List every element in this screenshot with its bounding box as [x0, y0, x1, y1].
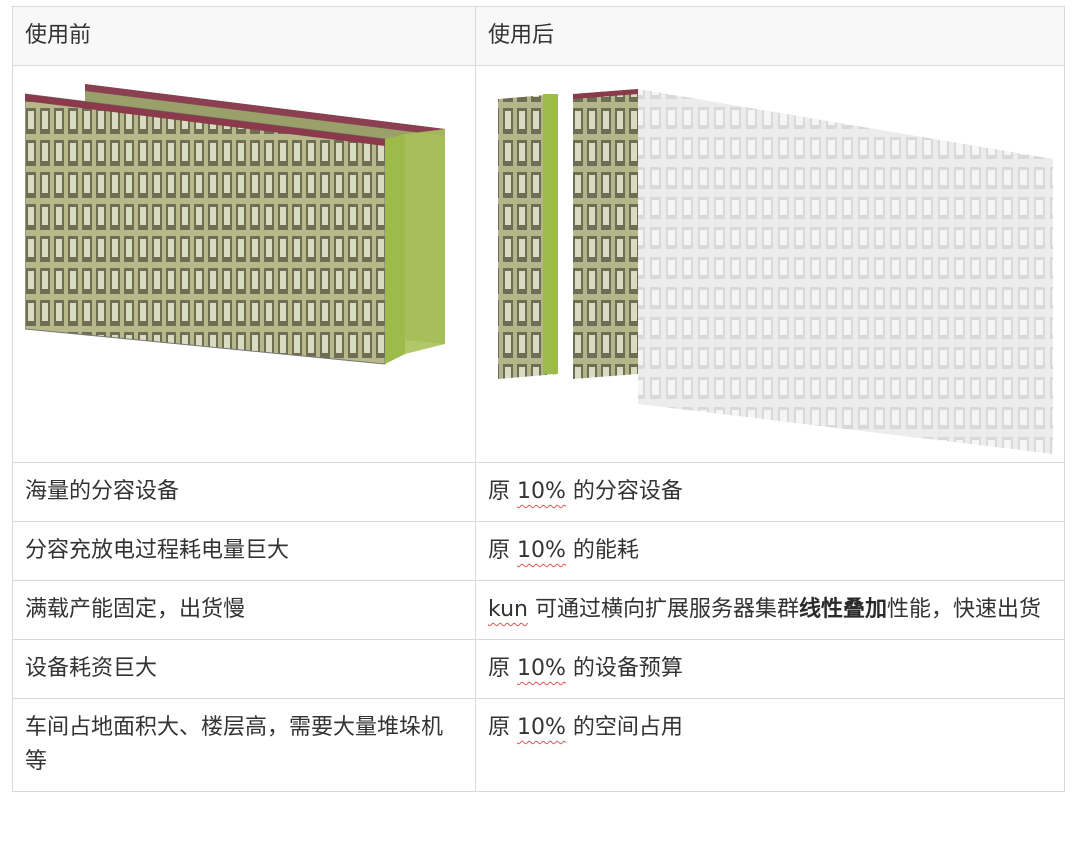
after-suffix: 的分容设备 [572, 479, 683, 504]
after-suffix: 的空间占用 [572, 715, 683, 740]
row-before-text: 分容充放电过程耗电量巨大 [25, 538, 290, 563]
after-suffix: 的设备预算 [572, 656, 683, 681]
header-before: 使用前 [12, 6, 476, 66]
table-row: 分容充放电过程耗电量巨大 原 10% 的能耗 [12, 521, 1065, 581]
after-bold: 线性叠加 [798, 597, 887, 622]
after-percent: 10% [517, 656, 566, 681]
after-middle: 可通过横向扩展服务器集群 [534, 597, 799, 622]
after-prefix: 原 [488, 715, 511, 740]
after-image-cell [475, 65, 1065, 463]
before-rack-illustration [25, 84, 445, 365]
after-percent: 10% [517, 715, 566, 740]
after-percent: 10% [517, 538, 566, 563]
table-row: 海量的分容设备 原 10% 的分容设备 [12, 462, 1065, 522]
before-image-cell [12, 65, 476, 463]
row-after: 原 10% 的设备预算 [475, 639, 1065, 699]
after-rack-illustration [498, 89, 1053, 454]
row-before-text: 车间占地面积大、楼层高，需要大量堆垛机等 [25, 715, 444, 774]
row-before-text: 海量的分容设备 [25, 479, 180, 504]
header-after: 使用后 [475, 6, 1065, 66]
row-before: 海量的分容设备 [12, 462, 476, 522]
row-before: 分容充放电过程耗电量巨大 [12, 521, 476, 581]
comparison-table: 使用前 使用后 [12, 6, 1065, 792]
after-percent: 10% [517, 479, 566, 504]
header-before-label: 使用前 [25, 23, 92, 48]
row-after: 原 10% 的空间占用 [475, 698, 1065, 792]
row-before: 满载产能固定，出货慢 [12, 580, 476, 640]
after-prefix: 原 [488, 538, 511, 563]
after-prefix: 原 [488, 479, 511, 504]
table-row: 满载产能固定，出货慢 kun 可通过横向扩展服务器集群线性叠加性能，快速出货 [12, 580, 1065, 640]
after-suffix: 性能，快速出货 [886, 597, 1041, 622]
table-row: 设备耗资巨大 原 10% 的设备预算 [12, 639, 1065, 699]
after-prefix: kun [488, 597, 528, 622]
row-before: 车间占地面积大、楼层高，需要大量堆垛机等 [12, 698, 476, 792]
after-suffix: 的能耗 [572, 538, 639, 563]
after-prefix: 原 [488, 656, 511, 681]
row-after: 原 10% 的能耗 [475, 521, 1065, 581]
table-row: 车间占地面积大、楼层高，需要大量堆垛机等 原 10% 的空间占用 [12, 698, 1065, 792]
row-before-text: 满载产能固定，出货慢 [25, 597, 246, 622]
row-after: kun 可通过横向扩展服务器集群线性叠加性能，快速出货 [475, 580, 1065, 640]
row-after: 原 10% 的分容设备 [475, 462, 1065, 522]
header-after-label: 使用后 [488, 23, 555, 48]
row-before: 设备耗资巨大 [12, 639, 476, 699]
header-row: 使用前 使用后 [12, 6, 1065, 66]
image-row [12, 65, 1065, 463]
row-before-text: 设备耗资巨大 [25, 656, 158, 681]
